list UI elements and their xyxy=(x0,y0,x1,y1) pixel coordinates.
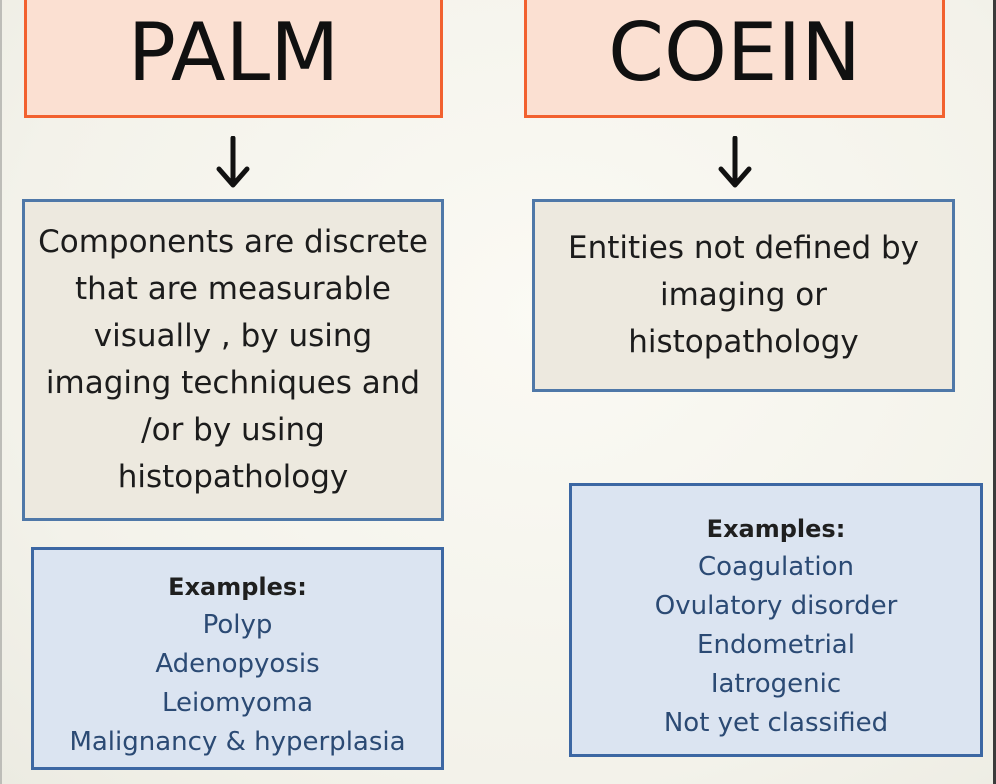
coein-title: COEIN xyxy=(608,6,861,99)
list-item: Malignancy & hyperplasia xyxy=(69,727,406,757)
coein-description-line: imaging or xyxy=(660,277,827,313)
palm-title: PALM xyxy=(127,6,340,99)
palm-examples-box: Examples: Polyp Adenopyosis Leiomyoma Ma… xyxy=(31,547,444,770)
coein-examples-box: Examples: Coagulation Ovulatory disorder… xyxy=(569,483,983,757)
palm-description-line: histopathology xyxy=(117,459,349,495)
list-item: Coagulation xyxy=(698,552,854,582)
coein-description-line: Entities not defined by xyxy=(567,230,920,266)
down-arrow-icon xyxy=(216,136,250,188)
coein-description: Entities not defined by imaging or histo… xyxy=(568,225,919,366)
list-item: Adenopyosis xyxy=(155,649,320,679)
list-item: Ovulatory disorder xyxy=(654,591,898,621)
list-item: Leiomyoma xyxy=(161,688,314,718)
palm-description-box: Components are discrete that are measura… xyxy=(22,199,444,521)
list-item: Iatrogenic xyxy=(710,669,842,699)
list-item: Not yet classified xyxy=(663,708,889,738)
list-item: Polyp xyxy=(202,610,273,640)
coein-title-box: COEIN xyxy=(524,0,945,118)
palm-description-line: Components are discrete xyxy=(38,224,428,260)
coein-examples-list: Coagulation Ovulatory disorder Endometri… xyxy=(572,548,980,743)
palm-description: Components are discrete that are measura… xyxy=(38,219,428,501)
palm-description-line: visually , by using xyxy=(93,318,373,354)
palm-description-line: that are measurable xyxy=(75,271,391,307)
palm-examples-list: Polyp Adenopyosis Leiomyoma Malignancy &… xyxy=(34,606,441,762)
coein-examples-heading: Examples: xyxy=(706,515,846,543)
down-arrow-icon xyxy=(718,136,752,188)
coein-description-line: histopathology xyxy=(628,324,859,360)
list-item: Endometrial xyxy=(697,630,855,660)
palm-examples-heading: Examples: xyxy=(168,573,307,601)
coein-description-box: Entities not defined by imaging or histo… xyxy=(532,199,955,392)
palm-description-line: /or by using xyxy=(141,412,325,448)
palm-title-box: PALM xyxy=(24,0,443,118)
palm-description-line: imaging techniques and xyxy=(45,365,421,401)
